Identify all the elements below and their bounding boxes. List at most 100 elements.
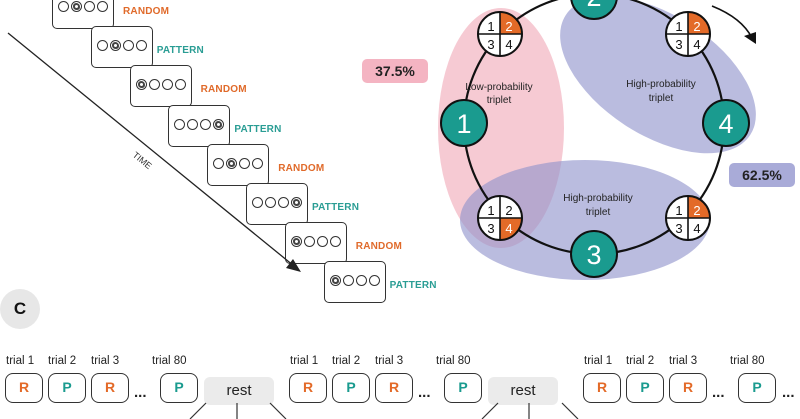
time-arrow-line bbox=[7, 32, 295, 267]
grid-number: 1 bbox=[487, 203, 494, 218]
empty-circle bbox=[278, 197, 289, 208]
grid-number: 3 bbox=[675, 37, 682, 52]
time-axis: TIME bbox=[7, 32, 301, 272]
position-node bbox=[702, 99, 750, 147]
position-node-label: 4 bbox=[718, 109, 733, 139]
trial-label: trial 80 bbox=[152, 355, 187, 367]
empty-circle bbox=[368, 275, 380, 287]
empty-circle bbox=[58, 1, 69, 12]
grid-number: 3 bbox=[487, 221, 494, 236]
empty-circle bbox=[84, 1, 95, 12]
high-probability-bottom-label-line2: triplet bbox=[586, 207, 611, 218]
random-trial-box: R bbox=[91, 373, 129, 403]
grid-number: 1 bbox=[675, 19, 682, 34]
block-connectors bbox=[189, 402, 579, 419]
trial-label: trial 1 bbox=[6, 355, 35, 367]
trial-type-label: PATTERN bbox=[312, 202, 360, 213]
grid-number: 3 bbox=[487, 37, 494, 52]
trial-ellipsis: ... bbox=[712, 384, 725, 401]
empty-circle bbox=[174, 79, 186, 91]
pattern-trial-box: P bbox=[48, 373, 86, 403]
empty-circle bbox=[135, 40, 147, 52]
position-node bbox=[570, 0, 618, 20]
trial-type-label: RANDOM bbox=[200, 84, 247, 96]
trailing-ellipsis: ... bbox=[782, 384, 795, 401]
trial-type-label: PATTERN bbox=[389, 280, 437, 292]
empty-circle bbox=[252, 197, 263, 208]
stimulus-card bbox=[168, 104, 231, 147]
empty-circle bbox=[174, 118, 186, 130]
random-trial-box: R bbox=[5, 373, 43, 403]
high-probability-top-label-line1: High-probability bbox=[626, 79, 695, 90]
pattern-trial-box: P bbox=[626, 373, 664, 403]
trial-label: trial 2 bbox=[48, 355, 77, 367]
position-node-label: 3 bbox=[586, 240, 601, 270]
dog-target-icon bbox=[291, 197, 302, 208]
stimulus-card bbox=[207, 143, 270, 186]
empty-circle bbox=[213, 157, 225, 169]
grid-number: 4 bbox=[693, 221, 700, 236]
time-label: TIME bbox=[131, 150, 154, 171]
dog-target-icon bbox=[290, 236, 302, 248]
direction-arrow bbox=[711, 5, 753, 39]
high-probability-bottom-label-line1: High-probability bbox=[563, 193, 632, 204]
low-probability-label-line1: Low-probability bbox=[465, 82, 532, 93]
random-trial-box: R bbox=[669, 373, 707, 403]
trial-ellipsis: ... bbox=[134, 384, 147, 401]
position-node bbox=[440, 99, 488, 147]
empty-circle bbox=[122, 40, 134, 52]
low-probability-label-line2: triplet bbox=[487, 95, 512, 106]
pattern-trial-box: P bbox=[160, 373, 198, 403]
grid-number: 4 bbox=[693, 37, 700, 52]
trial-type-label: RANDOM bbox=[278, 162, 325, 174]
stimulus-card bbox=[284, 222, 347, 265]
trial-label: trial 1 bbox=[290, 355, 319, 367]
empty-circle bbox=[96, 40, 108, 52]
empty-circle bbox=[342, 275, 354, 287]
grid-number: 2 bbox=[693, 203, 700, 218]
grid-number: 2 bbox=[693, 19, 700, 34]
position-node-label: 1 bbox=[456, 109, 471, 139]
stimulus-card bbox=[246, 183, 308, 225]
stimulus-card bbox=[52, 0, 114, 29]
empty-circle bbox=[303, 236, 315, 248]
direction-arrow-head bbox=[744, 32, 756, 44]
trial-label: trial 80 bbox=[730, 355, 765, 367]
empty-circle bbox=[239, 157, 251, 169]
grid-number: 2 bbox=[505, 203, 512, 218]
trial-label: trial 3 bbox=[375, 355, 404, 367]
random-trial-box: R bbox=[289, 373, 327, 403]
low-probability-percent: 37.5% bbox=[362, 59, 428, 83]
rest-period: rest bbox=[488, 377, 558, 405]
high-probability-percent: 62.5% bbox=[729, 163, 795, 187]
empty-circle bbox=[187, 118, 199, 130]
position-node bbox=[570, 230, 618, 278]
empty-circle bbox=[252, 157, 264, 169]
trial-label: trial 2 bbox=[626, 355, 655, 367]
position-node-label: 2 bbox=[586, 0, 601, 12]
dog-target-icon bbox=[109, 40, 121, 52]
stimulus-card bbox=[129, 65, 192, 108]
random-trial-box: R bbox=[375, 373, 413, 403]
trial-label: trial 3 bbox=[669, 355, 698, 367]
trial-type-label: RANDOM bbox=[355, 241, 402, 253]
high-probability-top-label-line2: triplet bbox=[649, 93, 674, 104]
empty-circle bbox=[265, 197, 276, 208]
trial-type-label: PATTERN bbox=[234, 123, 282, 135]
empty-circle bbox=[200, 118, 212, 130]
empty-circle bbox=[97, 1, 108, 12]
trial-type-label: PATTERN bbox=[156, 45, 204, 57]
trial-ellipsis: ... bbox=[418, 384, 431, 401]
empty-circle bbox=[161, 79, 173, 91]
dog-target-icon bbox=[226, 157, 238, 169]
grid-number: 2 bbox=[505, 19, 512, 34]
grid-number: 1 bbox=[675, 203, 682, 218]
stimulus-card bbox=[323, 261, 386, 304]
dog-target-icon bbox=[329, 275, 341, 287]
triplet-ring-diagram: Low-probability triplet High-probability… bbox=[438, 0, 756, 280]
grid-number: 1 bbox=[487, 19, 494, 34]
time-arrow-head bbox=[286, 259, 301, 272]
